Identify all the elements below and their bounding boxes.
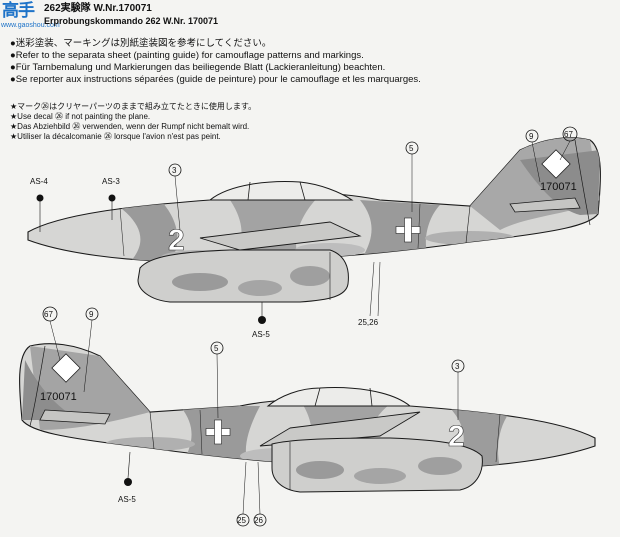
note-item: ●Für Tarnbemalung und Markierungen das b… bbox=[10, 62, 610, 74]
decal-note-text: Das Abziehbild ㉖ verwenden, wenn der Rum… bbox=[17, 122, 250, 131]
note-text: Refer to the separata sheet (painting gu… bbox=[15, 50, 364, 61]
note-bullet: ● bbox=[10, 50, 16, 61]
note-item: ●Refer to the separata sheet (painting g… bbox=[10, 50, 610, 62]
upper-nacelle-camo bbox=[172, 266, 330, 296]
upper-tail-swastika-panel bbox=[541, 149, 571, 179]
as-3-label: AS-3 bbox=[102, 177, 120, 186]
callout-5: 5 bbox=[409, 144, 414, 153]
lower-canopy bbox=[266, 387, 412, 407]
lower-tail-swastika-panel bbox=[51, 353, 81, 383]
note-bullet: ● bbox=[10, 74, 16, 85]
callout-3: 3 bbox=[455, 362, 460, 371]
upper-canopy bbox=[208, 181, 354, 201]
upper-wing bbox=[199, 221, 362, 251]
note-bullet: ● bbox=[10, 38, 16, 49]
as-5-label: AS-5 bbox=[252, 330, 270, 339]
callout-9: 9 bbox=[529, 132, 534, 141]
logo-main-text: 高手 bbox=[2, 1, 35, 20]
lower-nacelle-camo bbox=[296, 457, 462, 484]
upper-nose-number: 2 bbox=[168, 224, 185, 257]
star-bullet: ★ bbox=[10, 112, 18, 121]
lower-wing bbox=[259, 411, 421, 447]
decal-note-item: ★Use decal ㉖ if not painting the plane. bbox=[10, 112, 410, 122]
note-text: Se reporter aux instructions séparées (g… bbox=[15, 74, 421, 85]
upper-tail-serial: 170071 bbox=[540, 181, 577, 193]
page-subtitle: Erprobungskommando 262 W.Nr. 170071 bbox=[44, 16, 219, 26]
note-text: Für Tarnbemalung und Markierungen das be… bbox=[15, 62, 386, 73]
decal-notes: ★マーク㉖はクリヤーパーツのままで組み立てたときに使用します。 ★Use dec… bbox=[10, 102, 410, 142]
star-bullet: ★ bbox=[10, 102, 18, 111]
note-item: ●Se reporter aux instructions séparées (… bbox=[10, 74, 610, 86]
site-logo: 高手 www.gaoshou.com bbox=[0, 0, 60, 32]
callout-25: 25 bbox=[237, 516, 246, 525]
callout-25-26: 25,26 bbox=[358, 318, 379, 327]
decal-note-text: Use decal ㉖ if not painting the plane. bbox=[17, 112, 151, 121]
lower-nose-number: 2 bbox=[448, 420, 465, 453]
callout-67: 67 bbox=[564, 130, 573, 139]
note-text: 迷彩塗装、マーキングは別紙塗装図を参考にしてください。 bbox=[15, 38, 272, 49]
callout-9: 9 bbox=[89, 310, 94, 319]
lower-callouts: 67 9 5 3 25 26 AS-5 bbox=[42, 306, 465, 527]
as-4-label: AS-4 bbox=[30, 177, 48, 186]
upper-balkenkreuz bbox=[395, 217, 421, 243]
upper-callouts: 3 5 9 67 25,26 AS-4 AS-3 AS-5 bbox=[30, 126, 578, 339]
lower-aircraft-profile: 2 170071 bbox=[19, 343, 596, 493]
callout-3: 3 bbox=[172, 166, 177, 175]
page-title: 262実験隊 W.Nr.170071 bbox=[44, 3, 152, 14]
callout-67: 67 bbox=[44, 310, 53, 319]
decal-note-item: ★Das Abziehbild ㉖ verwenden, wenn der Ru… bbox=[10, 122, 410, 132]
star-bullet: ★ bbox=[10, 132, 18, 141]
callout-5: 5 bbox=[214, 344, 219, 353]
star-bullet: ★ bbox=[10, 122, 18, 131]
note-item: ●迷彩塗装、マーキングは別紙塗装図を参考にしてください。 bbox=[10, 38, 610, 50]
decal-note-item: ★マーク㉖はクリヤーパーツのままで組み立てたときに使用します。 bbox=[10, 102, 410, 112]
callout-26: 26 bbox=[254, 516, 263, 525]
decal-note-text: マーク㉖はクリヤーパーツのままで組み立てたときに使用します。 bbox=[17, 102, 257, 111]
as-5-label: AS-5 bbox=[118, 495, 136, 504]
note-bullet: ● bbox=[10, 62, 16, 73]
decal-note-text: Utiliser la décalcomanie ㉖ lorsque l'avi… bbox=[17, 132, 221, 141]
lower-tail-serial: 170071 bbox=[40, 391, 77, 403]
decal-note-item: ★Utiliser la décalcomanie ㉖ lorsque l'av… bbox=[10, 132, 410, 142]
logo-sub-text: www.gaoshou.com bbox=[1, 22, 60, 29]
painting-notes: ●迷彩塗装、マーキングは別紙塗装図を参考にしてください。 ●Refer to t… bbox=[10, 38, 610, 86]
upper-aircraft-profile: 2 170071 bbox=[27, 137, 601, 303]
lower-balkenkreuz bbox=[205, 419, 231, 445]
